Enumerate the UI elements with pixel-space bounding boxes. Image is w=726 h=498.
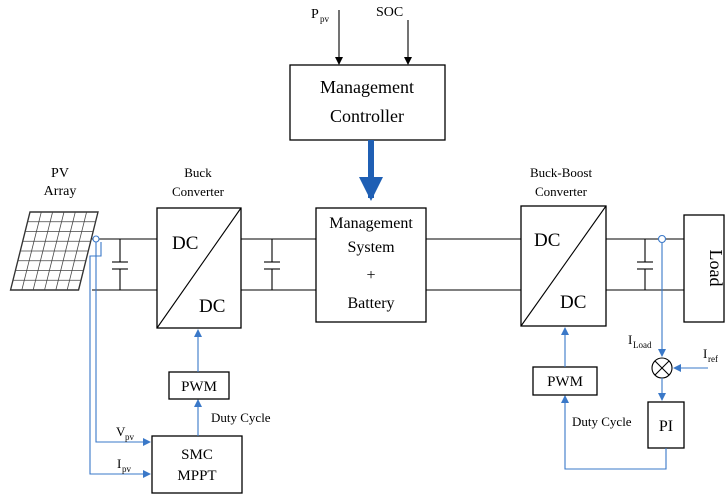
vpv-sub: pv (125, 432, 135, 442)
buck-dc-top: DC (172, 233, 198, 254)
pv-panel-icon (9, 211, 99, 291)
iload-sub: Load (633, 340, 652, 350)
vpv-main: V (116, 424, 126, 439)
pi-label: PI (659, 418, 673, 435)
pwm-left-label: PWM (181, 379, 217, 395)
buckboost-diagonal (520, 205, 607, 327)
vpv-signal-line (95, 242, 151, 446)
duty-cycle-left: Duty Cycle (211, 410, 271, 425)
management-controller-line2: Controller (330, 106, 404, 126)
buckboost-title-line1: Buck-Boost (530, 165, 593, 180)
smc-mppt-line1: SMC (181, 447, 213, 463)
buck-title-line1: Buck (184, 165, 212, 180)
load-box (683, 214, 725, 323)
summing-junction (651, 357, 673, 379)
ppv-label: P (311, 7, 319, 22)
management-system-box (315, 207, 427, 323)
pi-box (647, 401, 685, 449)
management-system-plus: + (366, 267, 375, 284)
iref-label: I ref (703, 346, 718, 364)
buck-title-line2: Converter (172, 184, 225, 199)
pwm-right-box (532, 366, 598, 396)
iload-label: I Load (628, 332, 652, 350)
smc-mppt-line2: MPPT (177, 468, 216, 484)
pwm-left-box (168, 371, 230, 400)
iref-main: I (703, 346, 707, 361)
management-controller-box (289, 64, 446, 141)
ipv-signal-line (89, 242, 151, 478)
pv-sense-node (92, 235, 100, 243)
soc-label: SOC (376, 5, 403, 20)
management-controller-line1: Management (320, 77, 414, 97)
pv-array-label-line1: PV (51, 166, 69, 181)
capacitor-input (112, 239, 128, 290)
management-system-battery: Battery (347, 295, 394, 312)
ipv-sub: pv (122, 464, 132, 474)
buckboost-dc-top: DC (534, 230, 560, 251)
load-label: Load (706, 250, 726, 287)
buck-dc-bottom: DC (199, 296, 225, 317)
ppv-sub: pv (320, 14, 330, 24)
buckboost-title-line2: Converter (535, 184, 588, 199)
capacitor-load (637, 239, 653, 290)
iload-main: I (628, 332, 632, 347)
smc-mppt-box (151, 435, 243, 494)
ipv-main: I (117, 456, 121, 471)
capacitor-buck-output (264, 239, 280, 290)
buckboost-dc-bottom: DC (560, 292, 586, 313)
ppv-input-label: P pv (311, 7, 330, 24)
pwm-right-label: PWM (547, 374, 583, 390)
management-system-line1: Management (329, 215, 413, 232)
vpv-label: V pv (116, 424, 135, 442)
pi-to-pwm-line (561, 395, 667, 470)
management-system-line2: System (347, 239, 395, 256)
duty-cycle-right: Duty Cycle (572, 414, 632, 429)
load-sense-node (657, 234, 667, 244)
pv-array-label-line2: Array (44, 184, 77, 199)
iref-sub: ref (708, 354, 718, 364)
ipv-label: I pv (117, 456, 132, 474)
buck-diagonal (156, 207, 242, 329)
